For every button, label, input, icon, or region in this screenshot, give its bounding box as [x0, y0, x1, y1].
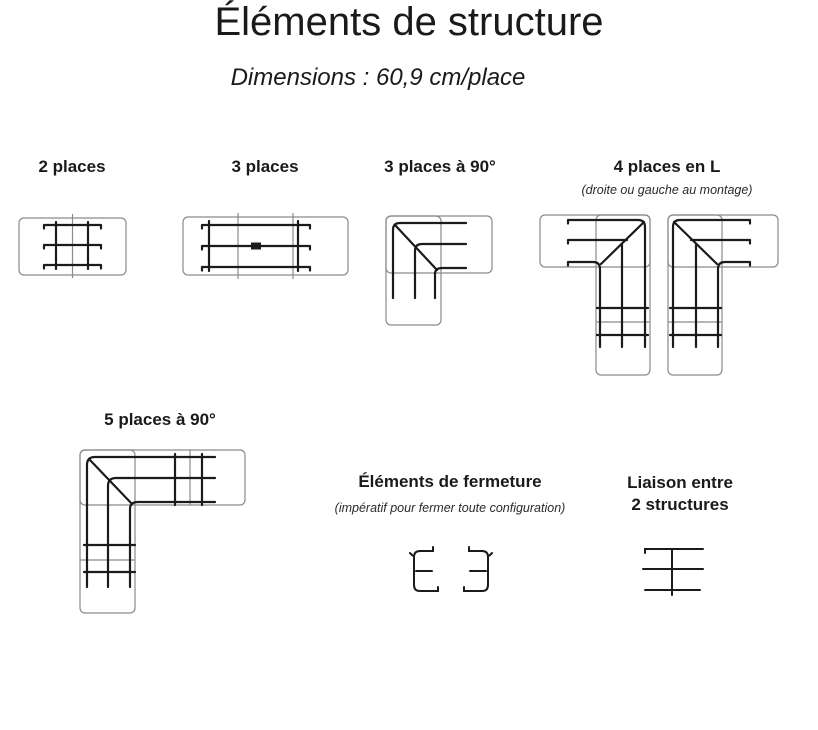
3-places-90-structure-diagram	[385, 215, 493, 326]
4-places-L-right-variant-diagram	[539, 214, 651, 376]
closure-element-left-diagram	[409, 546, 439, 592]
note-fermeture: (impératif pour fermer toute configurati…	[334, 501, 566, 515]
label-liaison-line2: 2 structures	[631, 495, 729, 514]
note-4-places-L: (droite ou gauche au montage)	[581, 183, 753, 197]
label-fermeture: Éléments de fermeture	[358, 472, 542, 491]
label-liaison: Liaison entre 2 structures	[600, 472, 760, 516]
4-places-L-left-variant-diagram	[667, 214, 779, 376]
page-subtitle: Dimensions : 60,9 cm/place	[230, 64, 526, 91]
label-liaison-line1: Liaison entre	[627, 473, 733, 492]
page-title: Éléments de structure	[214, 0, 604, 44]
closure-element-right-diagram	[463, 546, 493, 592]
label-2-places: 2 places	[38, 157, 106, 176]
5-places-90-structure-diagram	[79, 449, 246, 614]
label-5-places-90: 5 places à 90°	[104, 410, 216, 429]
link-element-diagram	[642, 548, 704, 596]
label-4-places-L: 4 places en L	[613, 157, 721, 176]
2-places-structure-diagram	[18, 214, 127, 278]
3-places-structure-diagram	[182, 213, 349, 279]
label-3-places: 3 places	[231, 157, 299, 176]
label-3-places-90: 3 places à 90°	[384, 157, 496, 176]
